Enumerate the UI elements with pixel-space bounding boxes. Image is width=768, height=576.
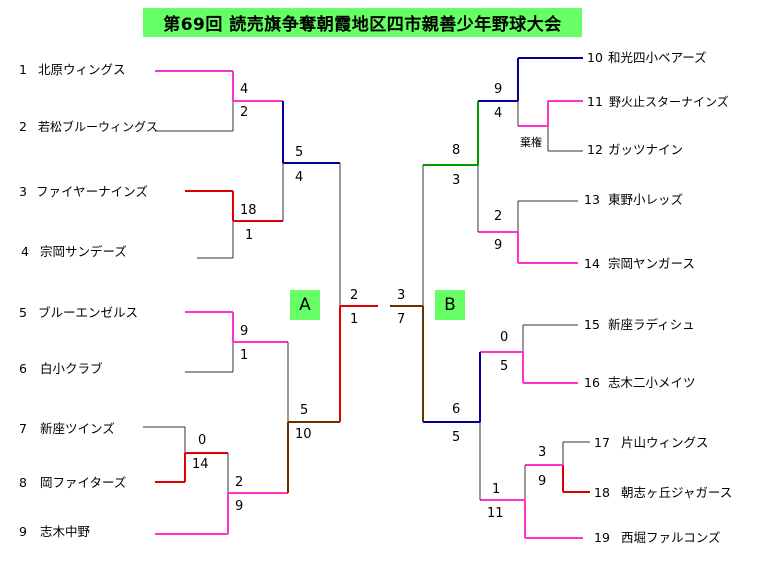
right-r1-18v19 [480, 465, 583, 539]
score: 4 [240, 82, 249, 97]
page-title: 第69回 読売旗争奪朝霞地区四市親善少年野球大会 [163, 15, 562, 35]
team-name: ガッツナイン [608, 142, 684, 157]
final-score: 3 [397, 288, 406, 303]
team-name: 片山ウィングス [621, 435, 709, 450]
team-seed: 13 [584, 192, 600, 207]
score: 4 [494, 106, 503, 121]
right-r0-17v18 [525, 441, 590, 493]
score: 0 [500, 330, 509, 345]
team-seed: 17 [594, 435, 610, 450]
forfeit-label: 棄権 [520, 136, 542, 149]
title-banner: 第69回 読売旗争奪朝霞地区四市親善少年野球大会 [143, 8, 582, 37]
left-semi [339, 163, 378, 422]
score: 1 [240, 348, 249, 363]
score: 3 [452, 173, 461, 188]
score: 1 [350, 312, 359, 327]
team-seed: 15 [584, 317, 600, 332]
team-seed: 12 [587, 142, 603, 157]
score: 9 [494, 238, 503, 253]
team-name: ファイヤーナインズ [36, 184, 148, 199]
left-r1-5v6 [185, 311, 288, 373]
team-name: 岡ファイターズ [40, 475, 127, 490]
team-name: 若松ブルーウィングス [38, 120, 159, 134]
score: 9 [494, 82, 503, 97]
score: 14 [192, 457, 209, 472]
right-r2-bot [423, 352, 481, 500]
team-name: 新座ツインズ [40, 421, 115, 436]
left-r2-bot [287, 342, 340, 493]
team-name: 志木中野 [40, 524, 91, 539]
team-name: 西堀ファルコンズ [621, 530, 721, 545]
left-r2-top [282, 101, 340, 221]
left-r0-7v8 [143, 426, 228, 483]
left-r1-1v2 [155, 70, 283, 132]
score: 1 [492, 482, 501, 497]
score: 2 [240, 105, 249, 120]
score: 8 [452, 143, 461, 158]
team-seed: 14 [584, 256, 600, 271]
score: 1 [245, 228, 254, 243]
score: 18 [240, 203, 257, 218]
score: 9 [235, 499, 244, 514]
team-name: 宗岡サンデーズ [40, 244, 127, 259]
score: 2 [494, 209, 503, 224]
right-r1-11v12 [518, 100, 583, 152]
team-seed: 16 [584, 375, 600, 390]
team-name: 宗岡ヤンガース [608, 256, 695, 271]
score: 5 [300, 403, 309, 418]
team-seed: 6 [19, 361, 27, 376]
right-r2-10v11 [478, 57, 583, 126]
final-score: 7 [397, 312, 406, 327]
team-name: 東野小レッズ [608, 192, 684, 207]
team-seed: 10 [587, 50, 603, 65]
team-seed: 1 [19, 62, 27, 77]
right-semi [390, 165, 424, 422]
right-r1-15v16 [480, 324, 578, 384]
score: 6 [452, 402, 461, 417]
score: 2 [235, 475, 244, 490]
team-name: 野火止スターナインズ [609, 95, 729, 109]
team-seed: 11 [587, 94, 603, 109]
team-seed: 19 [594, 530, 610, 545]
right-r3-top [423, 101, 479, 232]
score: 3 [538, 445, 547, 460]
score: 5 [452, 430, 461, 445]
team-name: 北原ウィングス [38, 62, 126, 77]
score: 4 [295, 170, 304, 185]
score: 5 [295, 145, 304, 160]
score: 11 [487, 506, 504, 521]
team-seed: 9 [19, 524, 27, 539]
right-r1-13v14 [478, 200, 578, 264]
team-name: 志木二小メイツ [608, 375, 696, 390]
team-name: 朝志ヶ丘ジャガース [621, 485, 733, 500]
team-seed: 7 [19, 421, 27, 436]
team-seed: 2 [19, 119, 27, 134]
score: 9 [538, 474, 547, 489]
team-seed: 18 [594, 485, 610, 500]
team-seed: 5 [19, 305, 27, 320]
score: 10 [295, 427, 312, 442]
score: 0 [198, 433, 207, 448]
team-seed: 8 [19, 475, 27, 490]
block-a-label: A [290, 290, 320, 320]
score: 2 [350, 288, 359, 303]
team-name: ブルーエンゼルス [38, 305, 139, 320]
left-r1-3v4 [185, 190, 283, 259]
team-seed: 4 [21, 244, 29, 259]
team-name: 白小クラブ [40, 361, 103, 376]
score: 5 [500, 359, 509, 374]
team-name: 和光四小ベアーズ [608, 50, 707, 65]
block-b-label: B [435, 290, 465, 320]
score: 9 [240, 324, 249, 339]
team-name: 新座ラディシュ [608, 317, 695, 332]
left-r1-8v9 [155, 453, 288, 535]
team-seed: 3 [19, 184, 27, 199]
